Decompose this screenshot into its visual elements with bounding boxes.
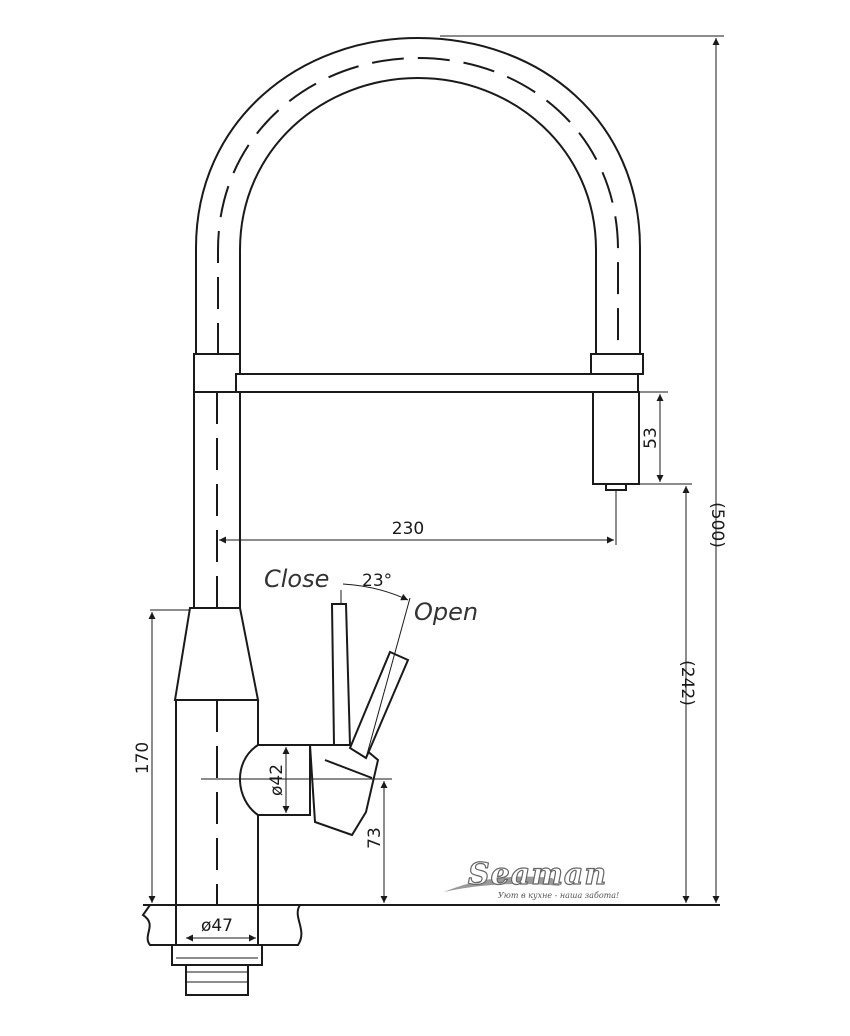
dim-spray-head-length: 53 — [641, 427, 661, 449]
seaman-logo: Seaman Уют в кухне - наша забота! — [444, 856, 619, 900]
dimension-lines — [148, 38, 720, 903]
brand-name: Seaman — [468, 857, 607, 892]
dim-handle-height: 73 — [365, 827, 385, 849]
close-label: Close — [264, 565, 329, 593]
extension-lines — [150, 35, 724, 816]
dim-handle-diameter: ø42 — [267, 764, 287, 796]
faucet-body — [173, 392, 260, 905]
dim-body-height: 170 — [133, 742, 153, 774]
handle-assembly — [201, 583, 411, 837]
dim-spout-height: (242) — [677, 660, 697, 706]
dim-total-height: (500) — [707, 502, 727, 548]
dim-reach: 230 — [392, 519, 424, 539]
open-label: Open — [414, 598, 478, 626]
spray-head — [592, 391, 640, 545]
spout-arc — [195, 37, 641, 355]
spout-collar — [193, 353, 644, 393]
dim-base-diameter: ø47 — [201, 916, 233, 936]
mounting-base — [141, 904, 720, 996]
brand-tagline: Уют в кухне - наша забота! — [498, 891, 619, 900]
angle-label: 23° — [362, 571, 392, 591]
